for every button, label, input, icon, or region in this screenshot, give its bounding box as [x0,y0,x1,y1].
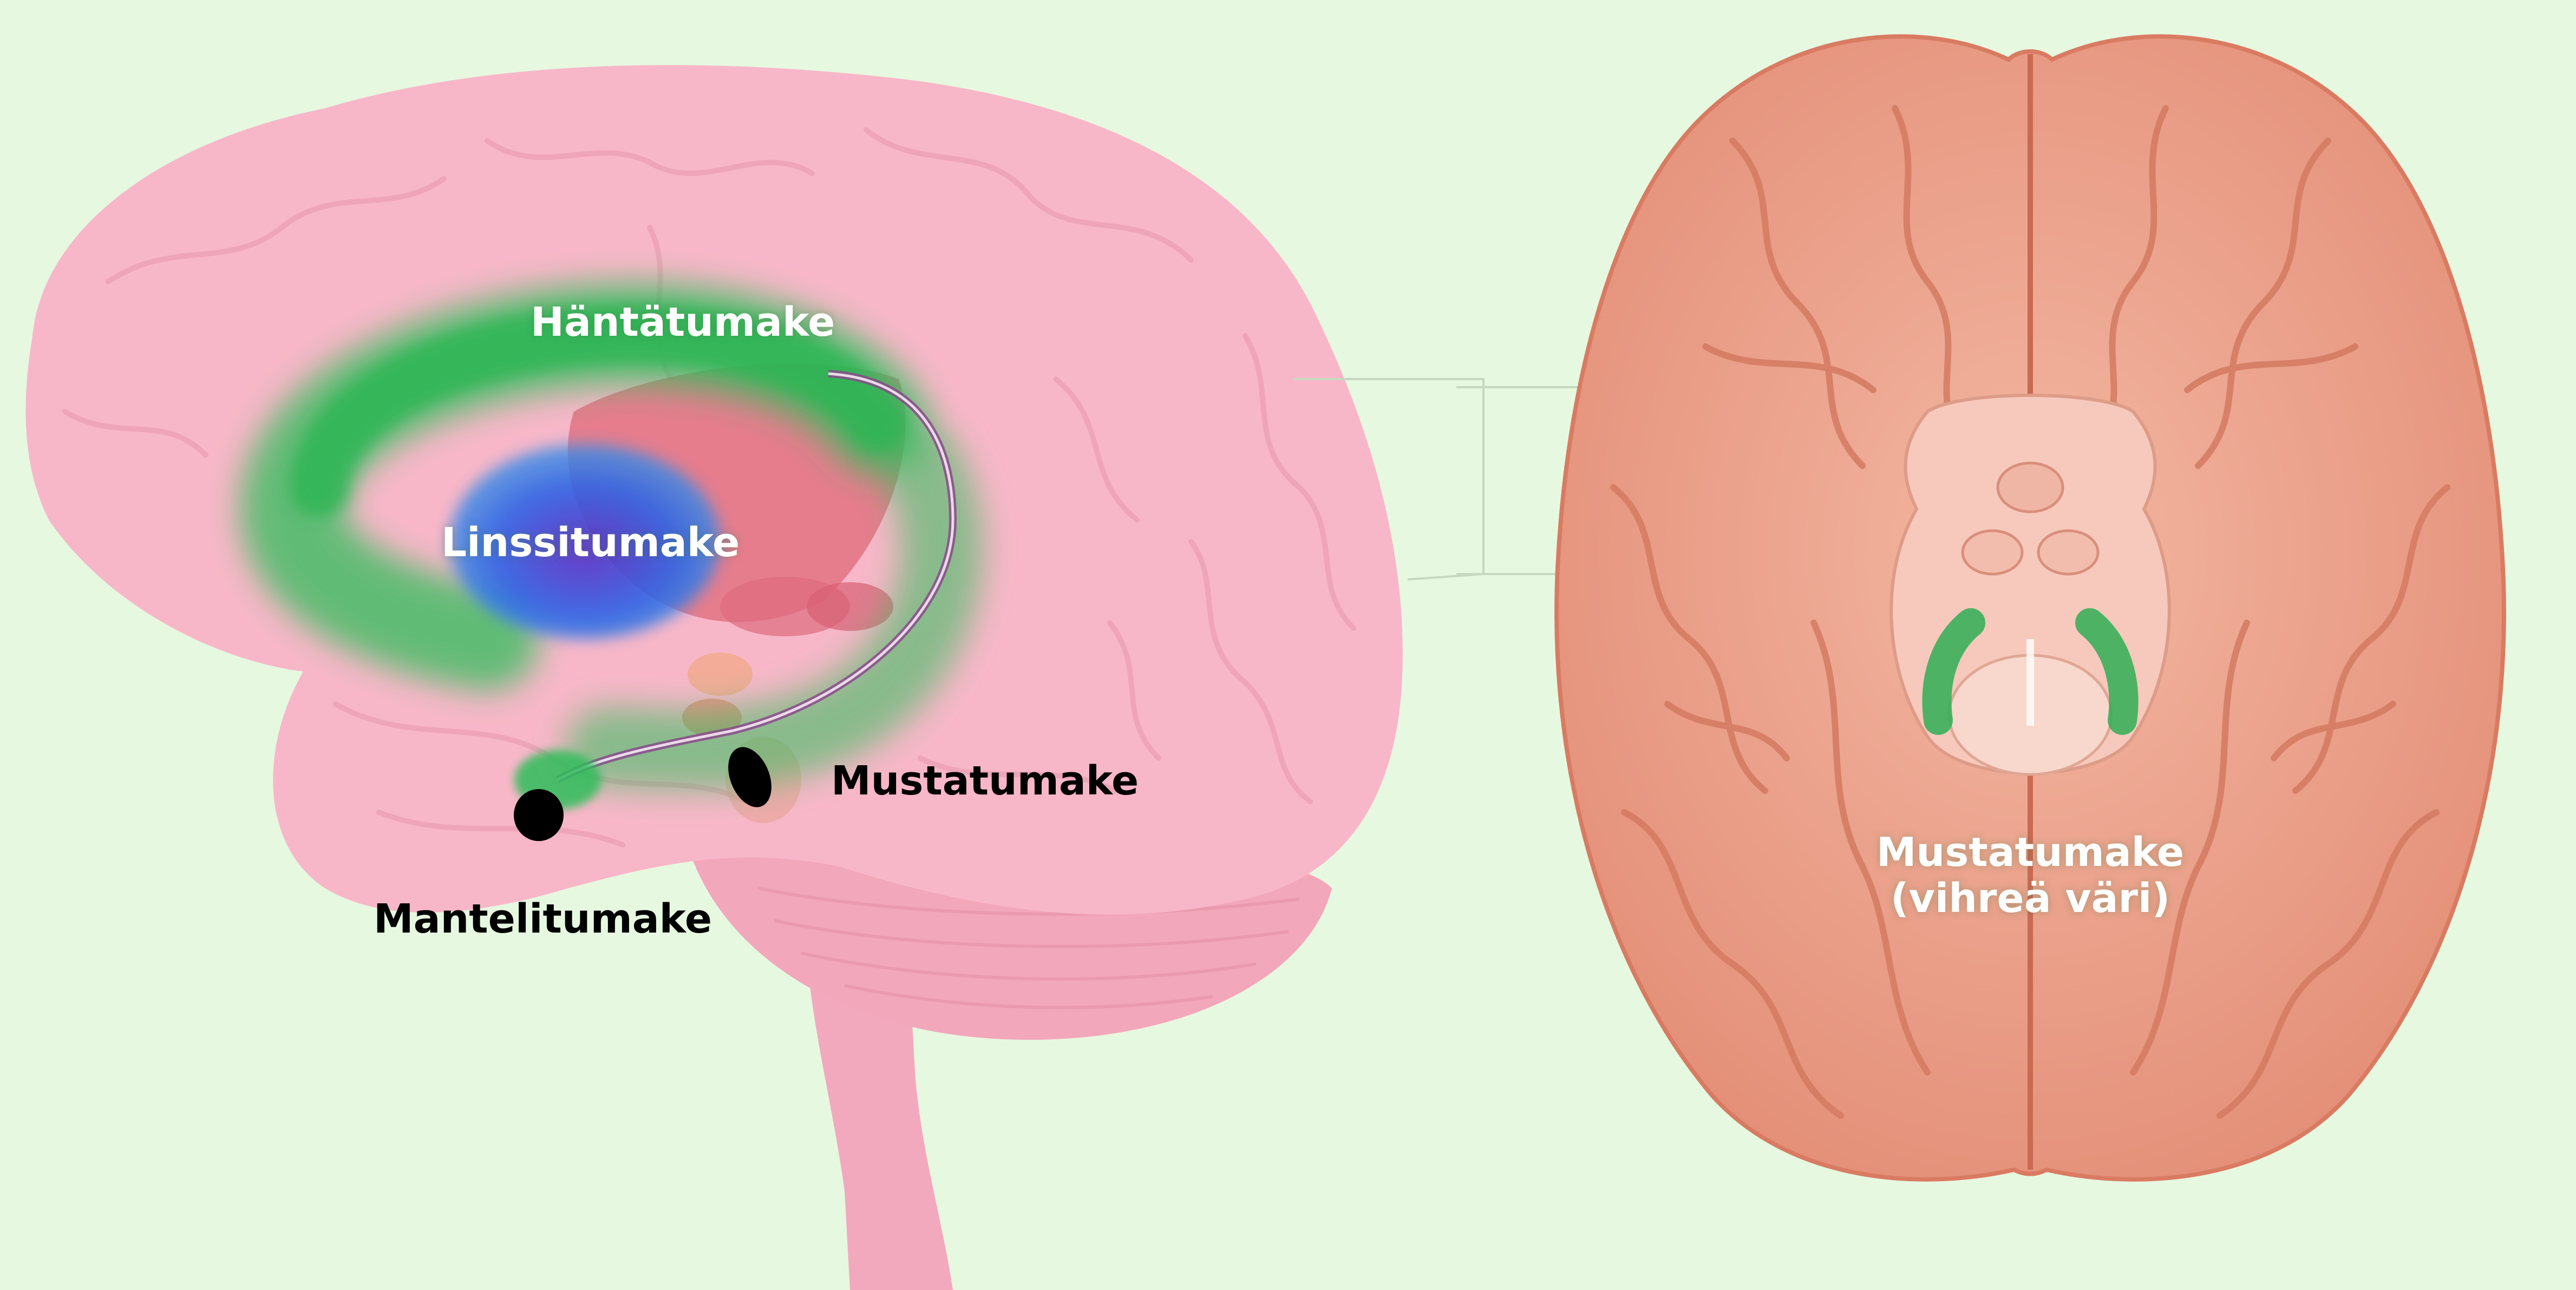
label-substantia-nigra-green: Mustatumake (vihreä väri) [1862,830,2198,922]
label-amygdala: Mantelitumake [374,896,712,942]
label-substantia-nigra-green-line1: Mustatumake [1862,830,2198,876]
label-substantia-nigra-green-line2: (vihreä väri) [1862,876,2198,922]
side-brain [26,65,1403,1290]
label-caudate-nucleus: Häntätumake [531,299,835,346]
label-lentiform-nucleus: Linssitumake [441,520,740,566]
bottom-brain [1557,36,2504,1179]
label-substantia-nigra: Mustatumake [831,758,1139,804]
amygdala-marker [514,789,564,841]
